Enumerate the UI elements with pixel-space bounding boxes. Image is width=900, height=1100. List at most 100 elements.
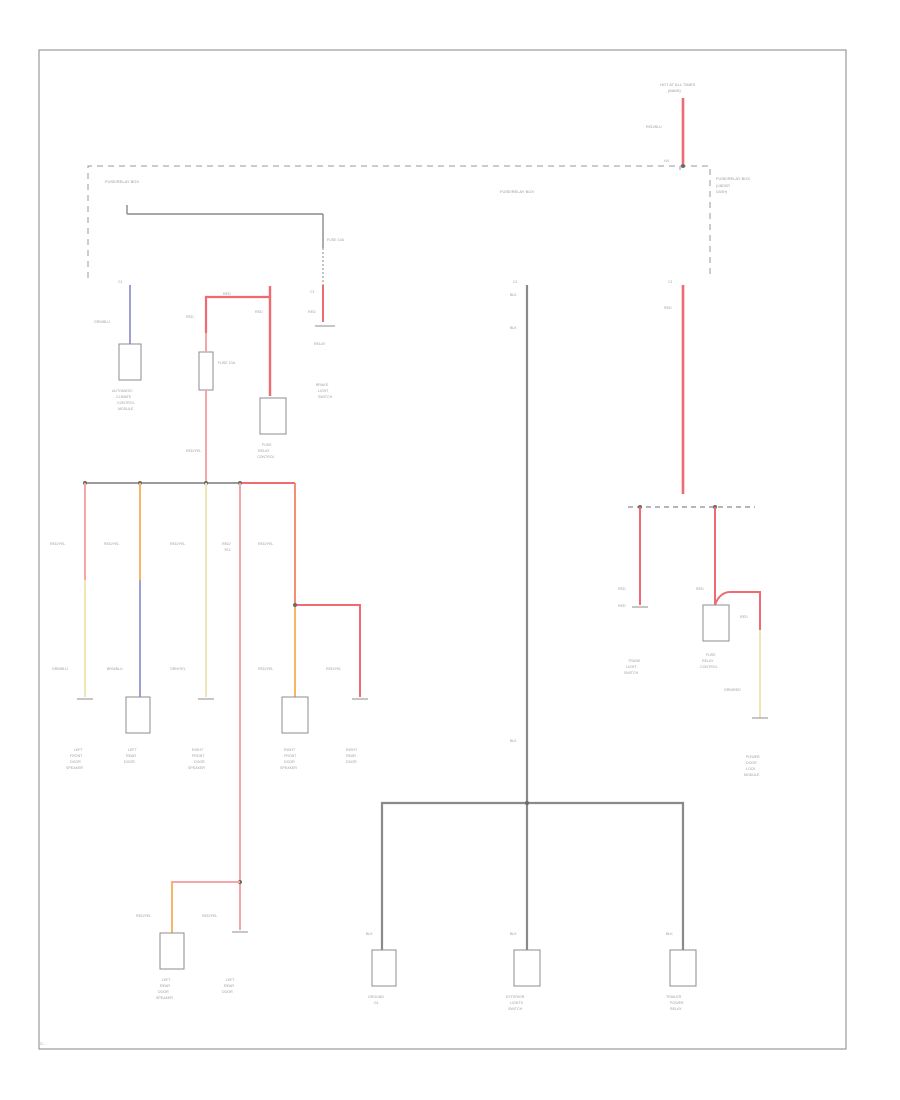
svg-text:RED/YEL: RED/YEL <box>258 667 273 671</box>
svg-text:C1: C1 <box>668 280 673 284</box>
diagram-frame <box>38 49 847 1050</box>
fuse-box-label-mid: FUSE/RELAY BOX <box>500 189 534 194</box>
svg-text:C1: C1 <box>310 290 315 294</box>
branch-4-down: RED/ YEL RED/YEL RED/YEL LEFT REAR DOOR … <box>136 483 248 1000</box>
component-box <box>118 343 142 381</box>
svg-text:RED/YEL: RED/YEL <box>136 914 151 918</box>
svg-text:SWITCH: SWITCH <box>624 671 639 675</box>
svg-text:MODULE: MODULE <box>744 773 760 777</box>
svg-text:GRN/BLU: GRN/BLU <box>94 320 110 324</box>
power-source-feed: HOT AT ALL TIMES (MAIN) RED/BLU H/L <box>646 82 695 168</box>
svg-text:G1: G1 <box>374 1001 379 1005</box>
svg-text:FUSE: FUSE <box>706 653 716 657</box>
svg-text:DOOR: DOOR <box>124 760 135 764</box>
svg-text:FRONT: FRONT <box>284 754 297 758</box>
svg-text:RED: RED <box>740 615 748 619</box>
branch-1: RED/YEL GRN/BLU LEFT FRONT DOOR SPEAKER <box>50 483 93 770</box>
fuse-label-mid: FUSE 10A <box>218 361 236 365</box>
svg-text:C1: C1 <box>513 280 518 284</box>
svg-text:LEFT: LEFT <box>226 978 236 982</box>
svg-text:BLK: BLK <box>510 326 517 330</box>
svg-text:FRONT: FRONT <box>70 754 83 758</box>
svg-text:TRAILER: TRAILER <box>666 995 682 999</box>
svg-text:SPEAKER: SPEAKER <box>156 996 173 1000</box>
svg-text:DOOR: DOOR <box>346 760 357 764</box>
svg-text:RED/YEL: RED/YEL <box>170 542 185 546</box>
svg-text:RED/: RED/ <box>222 542 231 546</box>
svg-text:POWER: POWER <box>746 755 760 759</box>
svg-text:RED: RED <box>696 587 704 591</box>
bus-node <box>681 164 685 168</box>
svg-text:SWITCH: SWITCH <box>318 395 333 399</box>
svg-text:CONTROL: CONTROL <box>117 401 135 405</box>
svg-text:CONTROL: CONTROL <box>700 665 718 669</box>
svg-text:RIGHT: RIGHT <box>346 748 358 752</box>
svg-text:(MAIN): (MAIN) <box>668 88 681 93</box>
fuse-label-left: FUSE 10A <box>327 238 345 242</box>
svg-text:LIGHTS: LIGHTS <box>510 1001 524 1005</box>
svg-text:DOOR: DOOR <box>746 761 757 765</box>
svg-text:C1: C1 <box>118 280 123 284</box>
svg-text:RED/YEL: RED/YEL <box>202 914 217 918</box>
svg-text:DOOR: DOOR <box>284 760 295 764</box>
svg-text:TRUNK: TRUNK <box>628 659 641 663</box>
svg-text:RED: RED <box>618 604 626 608</box>
svg-text:SWITCH: SWITCH <box>508 1007 523 1011</box>
svg-text:GRN/RED: GRN/RED <box>724 688 741 692</box>
svg-text:BRN/BLU: BRN/BLU <box>107 667 123 671</box>
svg-text:SPEAKER: SPEAKER <box>280 766 297 770</box>
svg-text:FUSE: FUSE <box>262 443 272 447</box>
svg-text:YEL: YEL <box>224 548 231 552</box>
svg-text:RED/BLU: RED/BLU <box>646 125 662 129</box>
svg-text:RED: RED <box>255 310 263 314</box>
svg-text:EXTERIOR: EXTERIOR <box>506 995 525 999</box>
fuse-box-label-left: FUSE/RELAY BOX <box>105 179 139 184</box>
relay-label: RELAY <box>314 342 326 346</box>
svg-text:RED: RED <box>618 587 626 591</box>
svg-text:REAR: REAR <box>224 984 234 988</box>
svg-text:LIGHT: LIGHT <box>318 389 329 393</box>
svg-text:FRONT: FRONT <box>192 754 205 758</box>
svg-text:RELAY: RELAY <box>670 1007 682 1011</box>
svg-text:LOCK: LOCK <box>746 767 756 771</box>
svg-text:(UNDER: (UNDER <box>716 184 730 188</box>
left-top-circuit: FUSE 10A C1 RED RELAY BRAKE LIGHT SWITCH <box>126 205 345 399</box>
svg-text:BLK: BLK <box>510 739 517 743</box>
svg-text:BRAKE: BRAKE <box>316 383 329 387</box>
relay-component <box>259 397 287 435</box>
svg-text:DOOR: DOOR <box>194 760 205 764</box>
svg-text:BLK: BLK <box>510 293 517 297</box>
branch-2: RED/YEL BRN/BLU LEFT REAR DOOR <box>104 483 151 764</box>
svg-text:RED/YEL: RED/YEL <box>186 449 201 453</box>
svg-text:SPEAKER: SPEAKER <box>188 766 205 770</box>
svg-text:CLIMATE: CLIMATE <box>116 395 132 399</box>
svg-text:RIGHT: RIGHT <box>192 748 204 752</box>
svg-text:LEFT: LEFT <box>74 748 84 752</box>
svg-text:GROUND: GROUND <box>368 995 384 999</box>
svg-text:GRN/YEL: GRN/YEL <box>170 667 186 671</box>
fuse-box-label-right: FUSE/RELAY BOX <box>716 176 750 181</box>
source-label: HOT AT ALL TIMES <box>660 82 695 87</box>
fuse-component <box>198 351 214 391</box>
fuse-box-outline <box>87 165 711 278</box>
svg-text:LEFT: LEFT <box>162 978 172 982</box>
svg-text:REAR: REAR <box>126 754 136 758</box>
svg-text:H/L: H/L <box>664 159 670 163</box>
svg-text:RIGHT: RIGHT <box>284 748 296 752</box>
svg-text:RED: RED <box>186 315 194 319</box>
svg-text:RED: RED <box>664 306 672 310</box>
svg-text:LEFT: LEFT <box>128 748 138 752</box>
branch-5: RED/YEL RED/YEL RED/YEL RIGHT FRONT DOOR… <box>258 483 368 770</box>
svg-text:RED/YEL: RED/YEL <box>104 542 119 546</box>
svg-text:RELAY: RELAY <box>258 449 270 453</box>
svg-text:DASH): DASH) <box>716 190 727 194</box>
middle-trunk: C1 BLK BLK BLK BLK BLK BLK GROUND G1 EXT… <box>366 280 697 1011</box>
red-fuse-branch: RED RED RED FUSE 10A FUSE RELAY CONTROL <box>186 286 287 459</box>
svg-text:RED: RED <box>308 310 316 314</box>
svg-text:MODULE: MODULE <box>118 407 134 411</box>
svg-text:BLK: BLK <box>366 932 373 936</box>
svg-text:REAR: REAR <box>346 754 356 758</box>
purple-branch: C1 GRN/BLU AUTOMATIC CLIMATE CONTROL MOD… <box>94 280 142 411</box>
svg-text:DOOR: DOOR <box>158 990 169 994</box>
